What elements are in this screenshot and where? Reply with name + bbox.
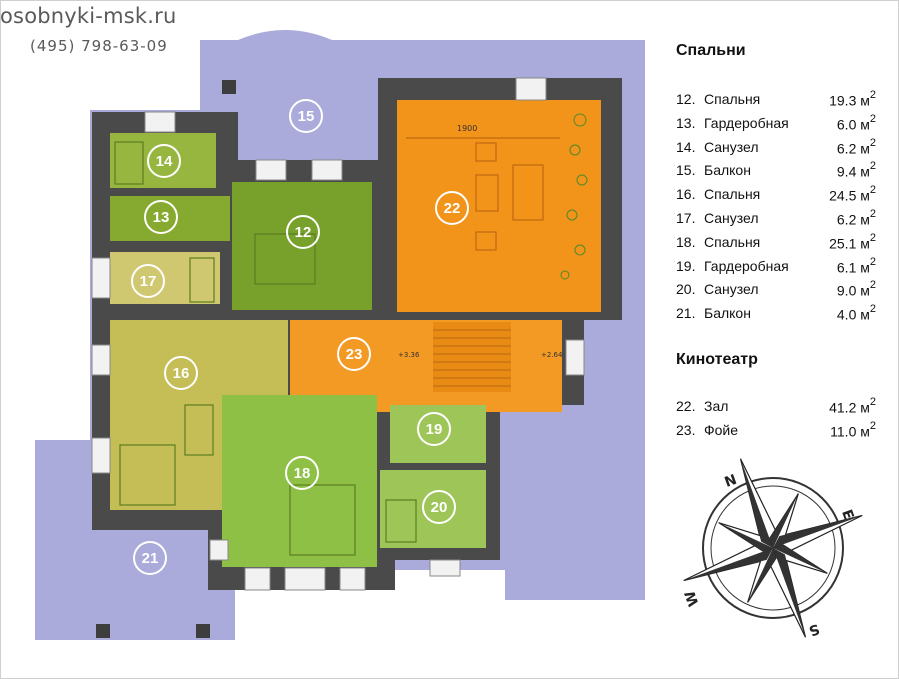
legend-room-number: 17. xyxy=(676,210,696,226)
stairs xyxy=(433,322,511,392)
compass-rose: N E S W xyxy=(682,458,863,639)
terrace-posts xyxy=(96,80,236,638)
legend-room-area: 25.1 м2 xyxy=(829,231,876,252)
room-18 xyxy=(222,395,377,567)
room-number-21: 21 xyxy=(142,550,159,567)
room-number-12: 12 xyxy=(295,224,312,241)
legend-row: 15. Балкон 9.4 м2 xyxy=(676,160,876,182)
legend-room-name: Спальня xyxy=(704,186,761,203)
room-number-23: 23 xyxy=(346,346,363,363)
compass-n: N xyxy=(723,472,739,491)
room-number-14: 14 xyxy=(156,153,173,170)
compass-s: S xyxy=(807,620,822,638)
legend-title-bedrooms: Спальни xyxy=(676,42,746,59)
room-number-17: 17 xyxy=(140,273,157,290)
watermark-site: osobnyki-msk.ru xyxy=(0,4,177,28)
legend-room-number: 21. xyxy=(676,305,696,322)
legend-room-name: Фойе xyxy=(704,421,739,438)
legend-room-number: 19. xyxy=(676,257,696,274)
legend-room-number: 12. xyxy=(676,91,696,107)
room-20 xyxy=(380,470,486,548)
level-label-1: +3.36 xyxy=(398,351,420,359)
room-number-22: 22 xyxy=(444,200,461,217)
legend-room-name: Санузел xyxy=(704,138,759,155)
legend-room-name: Спальня xyxy=(704,91,761,107)
legend-room-area: 24.5 м2 xyxy=(829,184,876,204)
room-number-18: 18 xyxy=(294,465,311,482)
room-marker-18 xyxy=(285,456,319,490)
legend-room-area: 6.2 м2 xyxy=(836,208,876,228)
legend-room-area: 9.4 м2 xyxy=(836,160,876,181)
legend-room-number: 20. xyxy=(676,281,696,298)
room-marker-21 xyxy=(133,541,167,575)
legend-row: 16. Спальня 24.5 м2 xyxy=(676,184,876,206)
legend-title-cinema: Кинотеатр xyxy=(676,351,758,368)
legend-room-area: 6.1 м2 xyxy=(836,255,876,276)
room-number-13: 13 xyxy=(153,209,170,226)
legend-room-number: 16. xyxy=(676,186,696,203)
legend-room-name: Зал xyxy=(704,398,729,414)
room-19 xyxy=(390,405,486,463)
legend-row: 17. Санузел 6.2 м2 xyxy=(676,208,876,230)
room-marker-12 xyxy=(286,215,320,249)
legend-row: 19. Гардеробная 6.1 м2 xyxy=(676,255,876,278)
room-marker-15 xyxy=(289,99,323,133)
legend-room-number: 13. xyxy=(676,114,696,131)
stair-steps xyxy=(433,329,511,387)
legend-room-area: 6.0 м2 xyxy=(836,112,876,133)
legend-row: 22. Зал 41.2 м2 xyxy=(676,396,876,418)
room-marker-13 xyxy=(144,200,178,234)
legend-room-name: Санузел xyxy=(704,210,759,226)
legend-room-area: 9.0 м2 xyxy=(836,279,876,300)
plants xyxy=(560,113,588,280)
room-marker-22 xyxy=(435,191,469,225)
room-number-16: 16 xyxy=(173,365,190,382)
legend-row: 21. Балкон 4.0 м2 xyxy=(676,303,876,325)
level-label-2: +2.64 xyxy=(541,351,563,359)
compass-w: W xyxy=(682,588,702,608)
room-17 xyxy=(110,252,220,304)
legend-row: 18. Спальня 25.1 м2 xyxy=(676,231,876,254)
legend-row: 20. Санузел 9.0 м2 xyxy=(676,279,876,301)
legend-room-name: Гардеробная xyxy=(704,257,789,274)
legend-room-name: Балкон xyxy=(704,305,751,322)
legend-room-area: 4.0 м2 xyxy=(836,303,876,323)
legend-row: 14. Санузел 6.2 м2 xyxy=(676,136,876,159)
legend-room-name: Санузел xyxy=(704,281,759,298)
legend-room-name: Гардеробная xyxy=(704,114,789,131)
room-12 xyxy=(232,182,372,310)
room-marker-20 xyxy=(422,490,456,524)
room-marker-19 xyxy=(417,412,451,446)
room-22 xyxy=(397,100,601,312)
legend-room-number: 18. xyxy=(676,233,696,250)
legend-room-name: Спальня xyxy=(704,233,761,250)
legend-room-number: 14. xyxy=(676,138,696,155)
legend-row: 12. Спальня 19.3 м2 xyxy=(676,89,876,111)
windows xyxy=(91,77,585,591)
legend-room-area: 6.2 м2 xyxy=(836,136,876,157)
legend-room-number: 15. xyxy=(676,162,696,179)
dimension-label: 1900 xyxy=(457,124,477,133)
room-number-20: 20 xyxy=(431,499,448,516)
room-marker-23 xyxy=(337,337,371,371)
legend-room-name: Балкон xyxy=(704,162,751,179)
watermark-phone: (495) 798-63-09 xyxy=(30,37,168,55)
room-number-19: 19 xyxy=(426,421,443,438)
legend-room-area: 19.3 м2 xyxy=(829,89,876,109)
room-marker-16 xyxy=(164,356,198,390)
room-marker-14 xyxy=(147,144,181,178)
legend-row: 23. Фойе 11.0 м2 xyxy=(676,419,876,442)
legend-row: 13. Гардеробная 6.0 м2 xyxy=(676,112,876,135)
room-marker-17 xyxy=(131,264,165,298)
bedroom-furniture xyxy=(114,141,417,556)
cinema-furniture xyxy=(406,137,560,251)
legend-room-area: 41.2 м2 xyxy=(829,396,876,416)
legend-room-area: 11.0 м2 xyxy=(830,419,876,440)
room-number-15: 15 xyxy=(298,108,315,125)
legend-room-number: 23. xyxy=(676,421,696,438)
legend-room-number: 22. xyxy=(676,398,696,414)
